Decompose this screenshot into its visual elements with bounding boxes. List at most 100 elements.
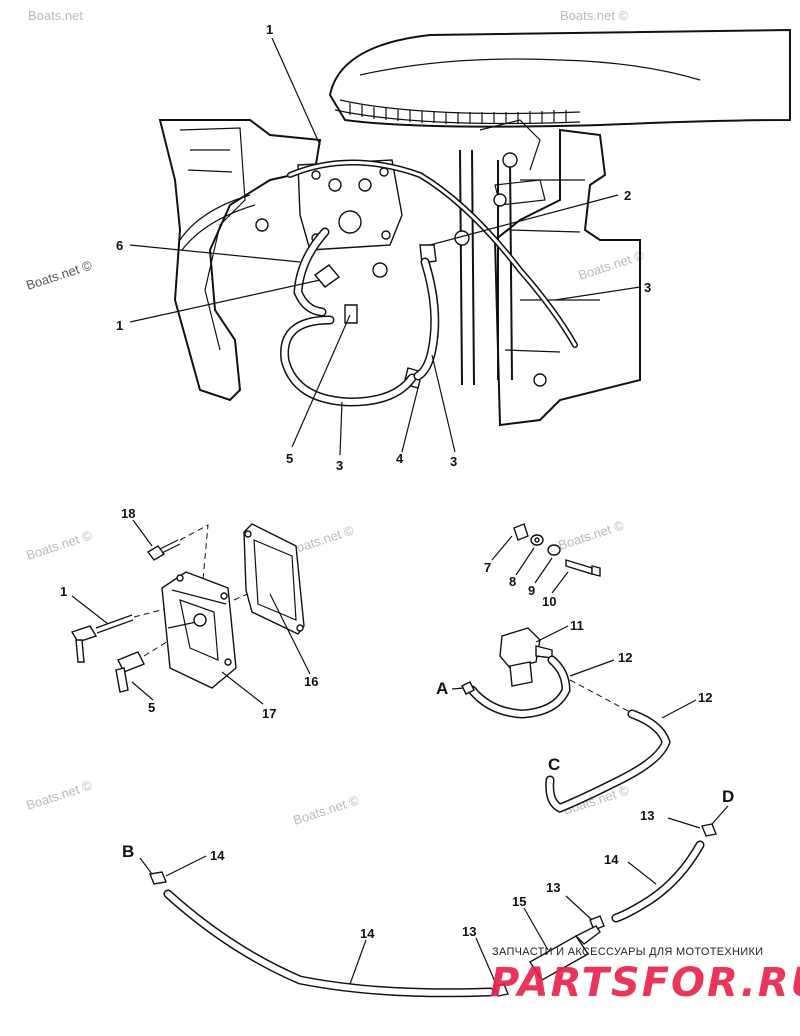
callout-label: 14 xyxy=(604,852,619,867)
pump-diaphragm-cap xyxy=(338,210,362,234)
elbow-fitting xyxy=(344,304,358,324)
leader-line xyxy=(165,855,207,877)
callout-label: 17 xyxy=(262,706,276,721)
fuel-hose-inner xyxy=(281,317,415,406)
watermark: Boats.net © xyxy=(24,527,94,562)
leader-line xyxy=(221,671,264,705)
callout-label: 18 xyxy=(121,506,135,521)
hose-end xyxy=(461,681,475,695)
gasket-hole xyxy=(296,624,304,632)
watermark: Boats.net © xyxy=(24,257,94,292)
leader-line xyxy=(431,354,456,453)
pump-hole xyxy=(224,658,232,666)
leader-line xyxy=(451,687,465,690)
leader-line xyxy=(339,401,343,456)
pump-screw xyxy=(379,167,389,177)
fuel-filter-nipple xyxy=(574,925,601,945)
leader-line xyxy=(349,939,367,985)
flywheel xyxy=(328,28,791,128)
leader-line xyxy=(711,805,729,825)
callout-label: 1 xyxy=(116,318,123,333)
callout-label: 9 xyxy=(528,583,535,598)
elbow-fitting xyxy=(313,264,341,288)
callout-label: 13 xyxy=(546,880,560,895)
watermark: Boats.net © xyxy=(576,247,646,282)
leader-line xyxy=(429,194,619,246)
fuel-hose-inner xyxy=(469,657,570,718)
leader-line xyxy=(535,625,569,643)
elbow-fitting-nipple xyxy=(75,639,85,663)
watermark: Boats.net © xyxy=(291,792,361,827)
fuel-line-assembly: 13 D 14 13 B 14 14 13 15 xyxy=(122,787,734,998)
callout-label: 14 xyxy=(360,926,375,941)
watermark: Boats.net © xyxy=(560,8,629,23)
leader-line xyxy=(132,519,153,547)
leader-line xyxy=(551,571,569,594)
fuel-hose xyxy=(163,889,495,998)
elbow-fitting xyxy=(70,625,98,643)
connection-label-a: A xyxy=(436,679,448,698)
fuel-hose-inner xyxy=(546,711,670,812)
leader-line xyxy=(129,244,301,263)
screw-thread xyxy=(159,539,181,554)
top-leaders: 1 2 3 6 1 5 3 4 3 xyxy=(116,22,651,473)
callout-label: 10 xyxy=(542,594,556,609)
leader-line xyxy=(661,699,697,719)
callout-label: 12 xyxy=(698,690,712,705)
callout-label: 12 xyxy=(618,650,632,665)
leader-line xyxy=(569,659,615,677)
ring-gear-teeth xyxy=(349,103,567,124)
callout-label: 13 xyxy=(462,924,476,939)
hose-clamp xyxy=(149,871,167,885)
assembly-centerline xyxy=(179,524,209,591)
fuel-pump-exploded: 18 1 5 17 16 xyxy=(60,506,318,721)
leader-line xyxy=(475,937,497,985)
assembly-centerline xyxy=(143,639,171,657)
callout-label: 7 xyxy=(484,560,491,575)
gasket-inner xyxy=(253,539,297,621)
pump-screw xyxy=(381,230,391,240)
callout-label: 1 xyxy=(60,584,67,599)
watermark: Boats.net © xyxy=(24,777,94,812)
leader-line xyxy=(269,593,311,675)
check-valve xyxy=(499,627,541,669)
screw xyxy=(146,545,166,561)
hose-clamp xyxy=(701,823,717,837)
fuel-hose-inner xyxy=(613,842,703,921)
callout-label: 14 xyxy=(210,848,225,863)
engine-block-left-inner xyxy=(179,127,246,351)
fuel-hose xyxy=(611,840,705,923)
bolt-head xyxy=(591,565,601,577)
pump-hole xyxy=(220,592,228,600)
logo-name: PARTSFOR.RU xyxy=(490,960,800,1006)
callout-label: 6 xyxy=(116,238,123,253)
callout-label: 4 xyxy=(396,451,404,466)
linkage-pivot xyxy=(493,193,507,207)
pump-screw xyxy=(311,170,321,180)
primer-valve-assembly: 11 12 12 A C xyxy=(436,618,712,813)
callout-label: 1 xyxy=(266,22,273,37)
pump-port xyxy=(328,178,342,192)
fuel-pump-body xyxy=(297,159,403,251)
callout-label: 3 xyxy=(644,280,651,295)
leader-line xyxy=(534,557,553,584)
engine-block-right xyxy=(493,128,641,427)
hose-continuation xyxy=(569,679,631,713)
bolt xyxy=(565,559,593,575)
callout-label: 5 xyxy=(148,700,155,715)
pulse-hose-inner xyxy=(288,161,577,347)
assembly-centerline xyxy=(233,591,253,601)
pump-body xyxy=(161,571,237,689)
leader-line xyxy=(401,379,421,453)
leader-line xyxy=(139,857,153,875)
fuel-hose-inner xyxy=(294,229,328,315)
fuel-filter xyxy=(528,935,590,981)
gasket-hole xyxy=(244,530,252,538)
engine-block-right-inner xyxy=(504,179,600,353)
fuel-hose-inner xyxy=(415,259,438,379)
check-valve-outlet xyxy=(509,661,533,687)
callout-label: 3 xyxy=(336,458,343,473)
spacer xyxy=(513,523,529,541)
washer-hole xyxy=(534,537,540,543)
